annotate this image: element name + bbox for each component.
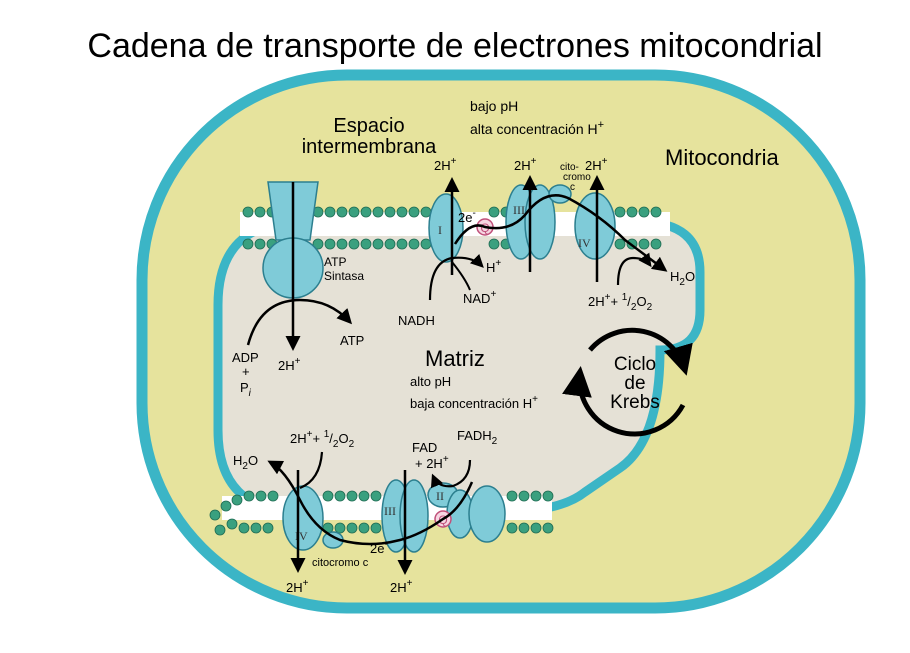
label-adp-plus: + <box>242 364 250 379</box>
electron-path-upper <box>453 194 668 272</box>
label-nad: NAD+ <box>463 289 496 306</box>
label-fad: FAD <box>412 440 437 455</box>
label-h-nadh: H+ <box>486 258 501 275</box>
label-de: de <box>624 373 645 394</box>
nad-arrow <box>451 261 471 291</box>
inner-membrane <box>213 217 705 517</box>
label-cito: cito- <box>560 162 579 173</box>
label-2h-complex-III: 2H+ <box>514 156 537 173</box>
label-2h-atp-synthase: 2H+ <box>278 356 301 373</box>
label-ciclo: Ciclo <box>614 354 656 375</box>
label-2h-half-o2-lower: 2H++ 1/2O2 <box>290 429 355 450</box>
label-h2o-upper: H2O <box>670 269 695 288</box>
o2-arrow-lower <box>299 451 324 490</box>
label-adp: ADP <box>232 350 259 365</box>
label-c: c <box>570 182 575 193</box>
nadh-arrow <box>428 253 484 301</box>
upper-complexes <box>428 184 616 263</box>
label-pi: Pi <box>240 380 252 399</box>
label-espacio: Espacio <box>333 115 404 137</box>
complex-IV-upper <box>574 192 616 260</box>
label-alto-ph: alto pH <box>410 374 451 389</box>
complex-III-lower-b <box>399 479 429 553</box>
label-2e-lower: 2e- <box>370 539 388 556</box>
label-cromo: cromo <box>563 172 591 183</box>
diagram-title: Cadena de transporte de electrones mitoc… <box>87 27 822 65</box>
fad-arrow <box>430 459 472 489</box>
label-complex-I-top: I <box>438 223 442 237</box>
o2-to-h2o-upper <box>616 252 652 286</box>
label-2h-half-o2-upper: 2H++ 1/2O2 <box>588 292 653 313</box>
complex-I-upper <box>428 193 464 263</box>
complex-III-upper-b <box>524 184 556 260</box>
krebs-cycle: Ciclo de Krebs <box>562 327 693 437</box>
label-plus-2h: + 2H+ <box>415 454 449 471</box>
label-matriz: Matriz <box>425 346 485 371</box>
label-2h-complex-I: 2H+ <box>434 156 457 173</box>
label-fadh2: FADH2 <box>457 428 498 447</box>
label-complex-III-bottom: III <box>384 504 396 518</box>
label-krebs: Krebs <box>610 392 660 413</box>
label-intermembrana: intermembrana <box>302 136 437 158</box>
label-2h-lower-IV: 2H+ <box>286 578 309 595</box>
label-complex-IV-top: IV <box>578 236 591 250</box>
lower-complexes <box>282 479 506 553</box>
label-alta-concentracion: alta concentración H+ <box>470 119 604 137</box>
label-atp-sintasa-1: ATP <box>324 255 346 269</box>
label-2h-lower-III: 2H+ <box>390 578 413 595</box>
label-nadh: NADH <box>398 313 435 328</box>
atp-synthase-lower-b <box>468 485 506 543</box>
electron-path-lower <box>267 460 474 546</box>
label-mitocondria: Mitocondria <box>665 145 779 170</box>
label-atp-sintasa-2: Sintasa <box>324 269 364 283</box>
adp-to-atp-arrow <box>246 298 353 346</box>
label-complex-II-bottom: II <box>436 489 444 503</box>
label-complex-III-top: III <box>513 203 525 217</box>
label-bajo-ph: bajo pH <box>470 98 518 114</box>
label-atp: ATP <box>340 333 364 348</box>
cytochrome-c-upper <box>548 184 572 204</box>
label-citocromo-c: citocromo c <box>312 557 369 569</box>
label-2e-upper: 2e- <box>458 208 476 225</box>
label-baja-concentracion: baja concentración H+ <box>410 394 538 411</box>
label-2h-complex-IV: 2H+ <box>585 156 608 173</box>
label-h2o-lower: H2O <box>233 453 258 472</box>
